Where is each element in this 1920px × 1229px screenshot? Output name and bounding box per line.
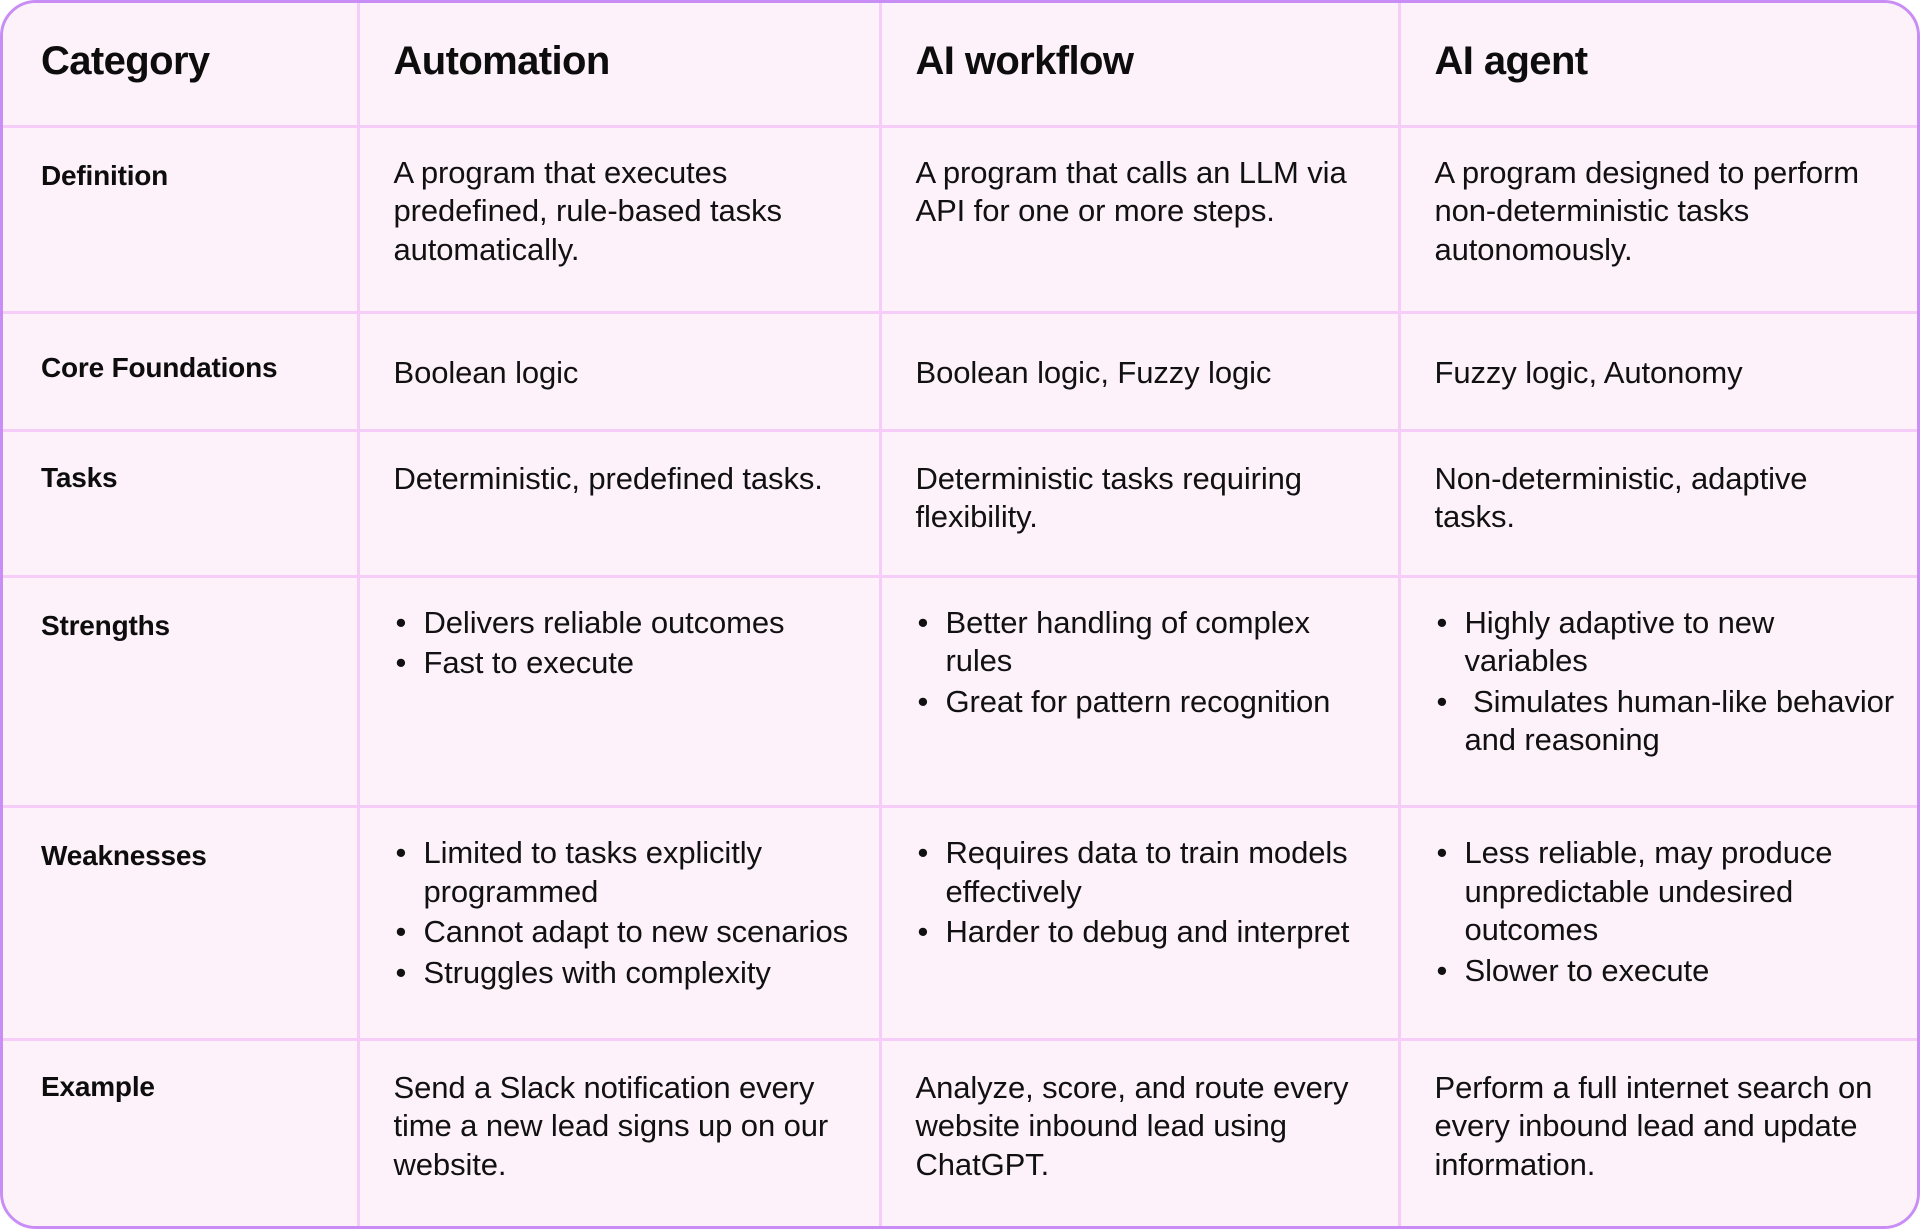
cell-tasks-workflow: Deterministic tasks requiring flexibilit… xyxy=(880,430,1401,578)
cell-example-workflow: Analyze, score, and route every website … xyxy=(880,1039,1401,1226)
cell-text: Fuzzy logic, Autonomy xyxy=(1434,355,1743,391)
list-item: Harder to debug and interpret xyxy=(918,913,1376,952)
cell-example-agent: Perform a full internet search on every … xyxy=(1399,1039,1917,1226)
column-header-ai-workflow: AI workflow xyxy=(880,3,1401,128)
bullet-list: Less reliable, may produce unpredictable… xyxy=(1423,834,1896,990)
list-item: Fast to execute xyxy=(396,644,857,683)
column-header-category-label: Category xyxy=(41,39,210,83)
cell-tasks-automation: Deterministic, predefined tasks. xyxy=(358,430,882,578)
cell-text: Send a Slack notification every time a n… xyxy=(393,1069,829,1182)
list-item: Better handling of complex rules xyxy=(918,604,1376,681)
table-row: Strengths Delivers reliable outcomesFast… xyxy=(3,576,1918,809)
row-label-text: Core Foundations xyxy=(41,352,278,384)
cell-core-foundations-automation: Boolean logic xyxy=(358,312,882,432)
cell-list: Requires data to train models effectivel… xyxy=(882,808,1398,977)
cell-example-automation: Send a Slack notification every time a n… xyxy=(358,1039,882,1226)
row-label-weaknesses: Weaknesses xyxy=(3,806,360,1041)
cell-definition-agent: A program designed to perform non-determ… xyxy=(1399,126,1917,315)
cell-tasks-agent: Non-deterministic, adaptive tasks. xyxy=(1399,430,1917,578)
cell-text: A program designed to perform non-determ… xyxy=(1434,155,1860,267)
table-row: Weaknesses Limited to tasks explicitly p… xyxy=(3,806,1918,1041)
column-header-automation-label: Automation xyxy=(393,39,611,83)
cell-list: Highly adaptive to new variables Simulat… xyxy=(1401,578,1918,786)
list-item: Less reliable, may produce unpredictable… xyxy=(1437,834,1896,949)
cell-strengths-agent: Highly adaptive to new variables Simulat… xyxy=(1399,576,1918,809)
column-header-category: Category xyxy=(3,3,360,128)
header-row: Category Automation AI workflow AI agent xyxy=(3,3,1917,128)
table-header: Category Automation AI workflow AI agent xyxy=(3,3,1917,128)
row-label-definition: Definition xyxy=(3,126,360,315)
cell-weaknesses-agent: Less reliable, may produce unpredictable… xyxy=(1399,806,1918,1041)
cell-text: Analyze, score, and route every website … xyxy=(915,1069,1349,1182)
cell-list: Better handling of complex rulesGreat fo… xyxy=(882,578,1398,747)
row-label-core-foundations: Core Foundations xyxy=(3,312,360,432)
row-label-text: Strengths xyxy=(41,609,170,641)
cell-text: Boolean logic xyxy=(393,355,579,391)
cell-list: Limited to tasks explicitly programmedCa… xyxy=(360,808,879,1018)
cell-text: A program that executes predefined, rule… xyxy=(393,155,782,267)
cell-weaknesses-automation: Limited to tasks explicitly programmedCa… xyxy=(358,806,882,1041)
column-header-ai-agent: AI agent xyxy=(1399,3,1917,128)
row-label-text: Definition xyxy=(41,160,169,191)
column-header-ai-agent-label: AI agent xyxy=(1434,39,1589,83)
cell-text: A program that calls an LLM via API for … xyxy=(915,155,1347,229)
cell-strengths-workflow: Better handling of complex rulesGreat fo… xyxy=(880,576,1401,809)
comparison-table: Category Automation AI workflow AI agent… xyxy=(3,3,1917,1226)
cell-weaknesses-workflow: Requires data to train models effectivel… xyxy=(880,806,1401,1041)
cell-text: Boolean logic, Fuzzy logic xyxy=(915,355,1272,391)
column-header-automation: Automation xyxy=(358,3,882,128)
bullet-list: Highly adaptive to new variables Simulat… xyxy=(1423,604,1896,760)
cell-strengths-automation: Delivers reliable outcomesFast to execut… xyxy=(358,576,882,809)
cell-core-foundations-workflow: Boolean logic, Fuzzy logic xyxy=(880,312,1401,432)
bullet-list: Better handling of complex rulesGreat fo… xyxy=(904,604,1376,722)
cell-text: Deterministic tasks requiring flexibilit… xyxy=(915,460,1303,534)
row-label-strengths: Strengths xyxy=(3,576,360,809)
table-row: Definition A program that executes prede… xyxy=(3,126,1917,315)
row-label-text: Weaknesses xyxy=(41,840,207,872)
list-item: Cannot adapt to new scenarios xyxy=(396,913,857,952)
cell-core-foundations-agent: Fuzzy logic, Autonomy xyxy=(1399,312,1917,432)
list-item: Delivers reliable outcomes xyxy=(396,604,857,643)
list-item: Struggles with complexity xyxy=(396,954,857,993)
list-item: Great for pattern recognition xyxy=(918,683,1376,722)
cell-definition-workflow: A program that calls an LLM via API for … xyxy=(880,126,1401,315)
bullet-list: Limited to tasks explicitly programmedCa… xyxy=(382,834,857,992)
cell-text: Non-deterministic, adaptive tasks. xyxy=(1434,460,1808,534)
row-label-example: Example xyxy=(3,1039,360,1226)
cell-definition-automation: A program that executes predefined, rule… xyxy=(358,126,882,315)
list-item: Highly adaptive to new variables xyxy=(1437,604,1896,681)
list-item: Limited to tasks explicitly programmed xyxy=(396,834,857,911)
list-item: Simulates human-like behavior and reason… xyxy=(1437,683,1896,760)
cell-list: Less reliable, may produce unpredictable… xyxy=(1401,808,1918,1016)
row-label-text: Tasks xyxy=(41,461,118,493)
bullet-list: Delivers reliable outcomesFast to execut… xyxy=(382,604,857,683)
cell-list: Delivers reliable outcomesFast to execut… xyxy=(360,578,879,709)
table-row: Example Send a Slack notification every … xyxy=(3,1039,1917,1226)
bullet-list: Requires data to train models effectivel… xyxy=(904,834,1376,952)
cell-text: Perform a full internet search on every … xyxy=(1434,1069,1873,1182)
list-item: Slower to execute xyxy=(1437,952,1896,991)
table-row: Tasks Deterministic, predefined tasks. D… xyxy=(3,430,1917,578)
row-label-tasks: Tasks xyxy=(3,430,360,578)
table-row: Core Foundations Boolean logic Boolean l… xyxy=(3,312,1917,432)
row-label-text: Example xyxy=(41,1070,155,1102)
column-header-ai-workflow-label: AI workflow xyxy=(915,39,1134,83)
list-item: Requires data to train models effectivel… xyxy=(918,834,1376,911)
table-body: Definition A program that executes prede… xyxy=(3,126,1918,1226)
cell-text: Deterministic, predefined tasks. xyxy=(393,460,823,496)
